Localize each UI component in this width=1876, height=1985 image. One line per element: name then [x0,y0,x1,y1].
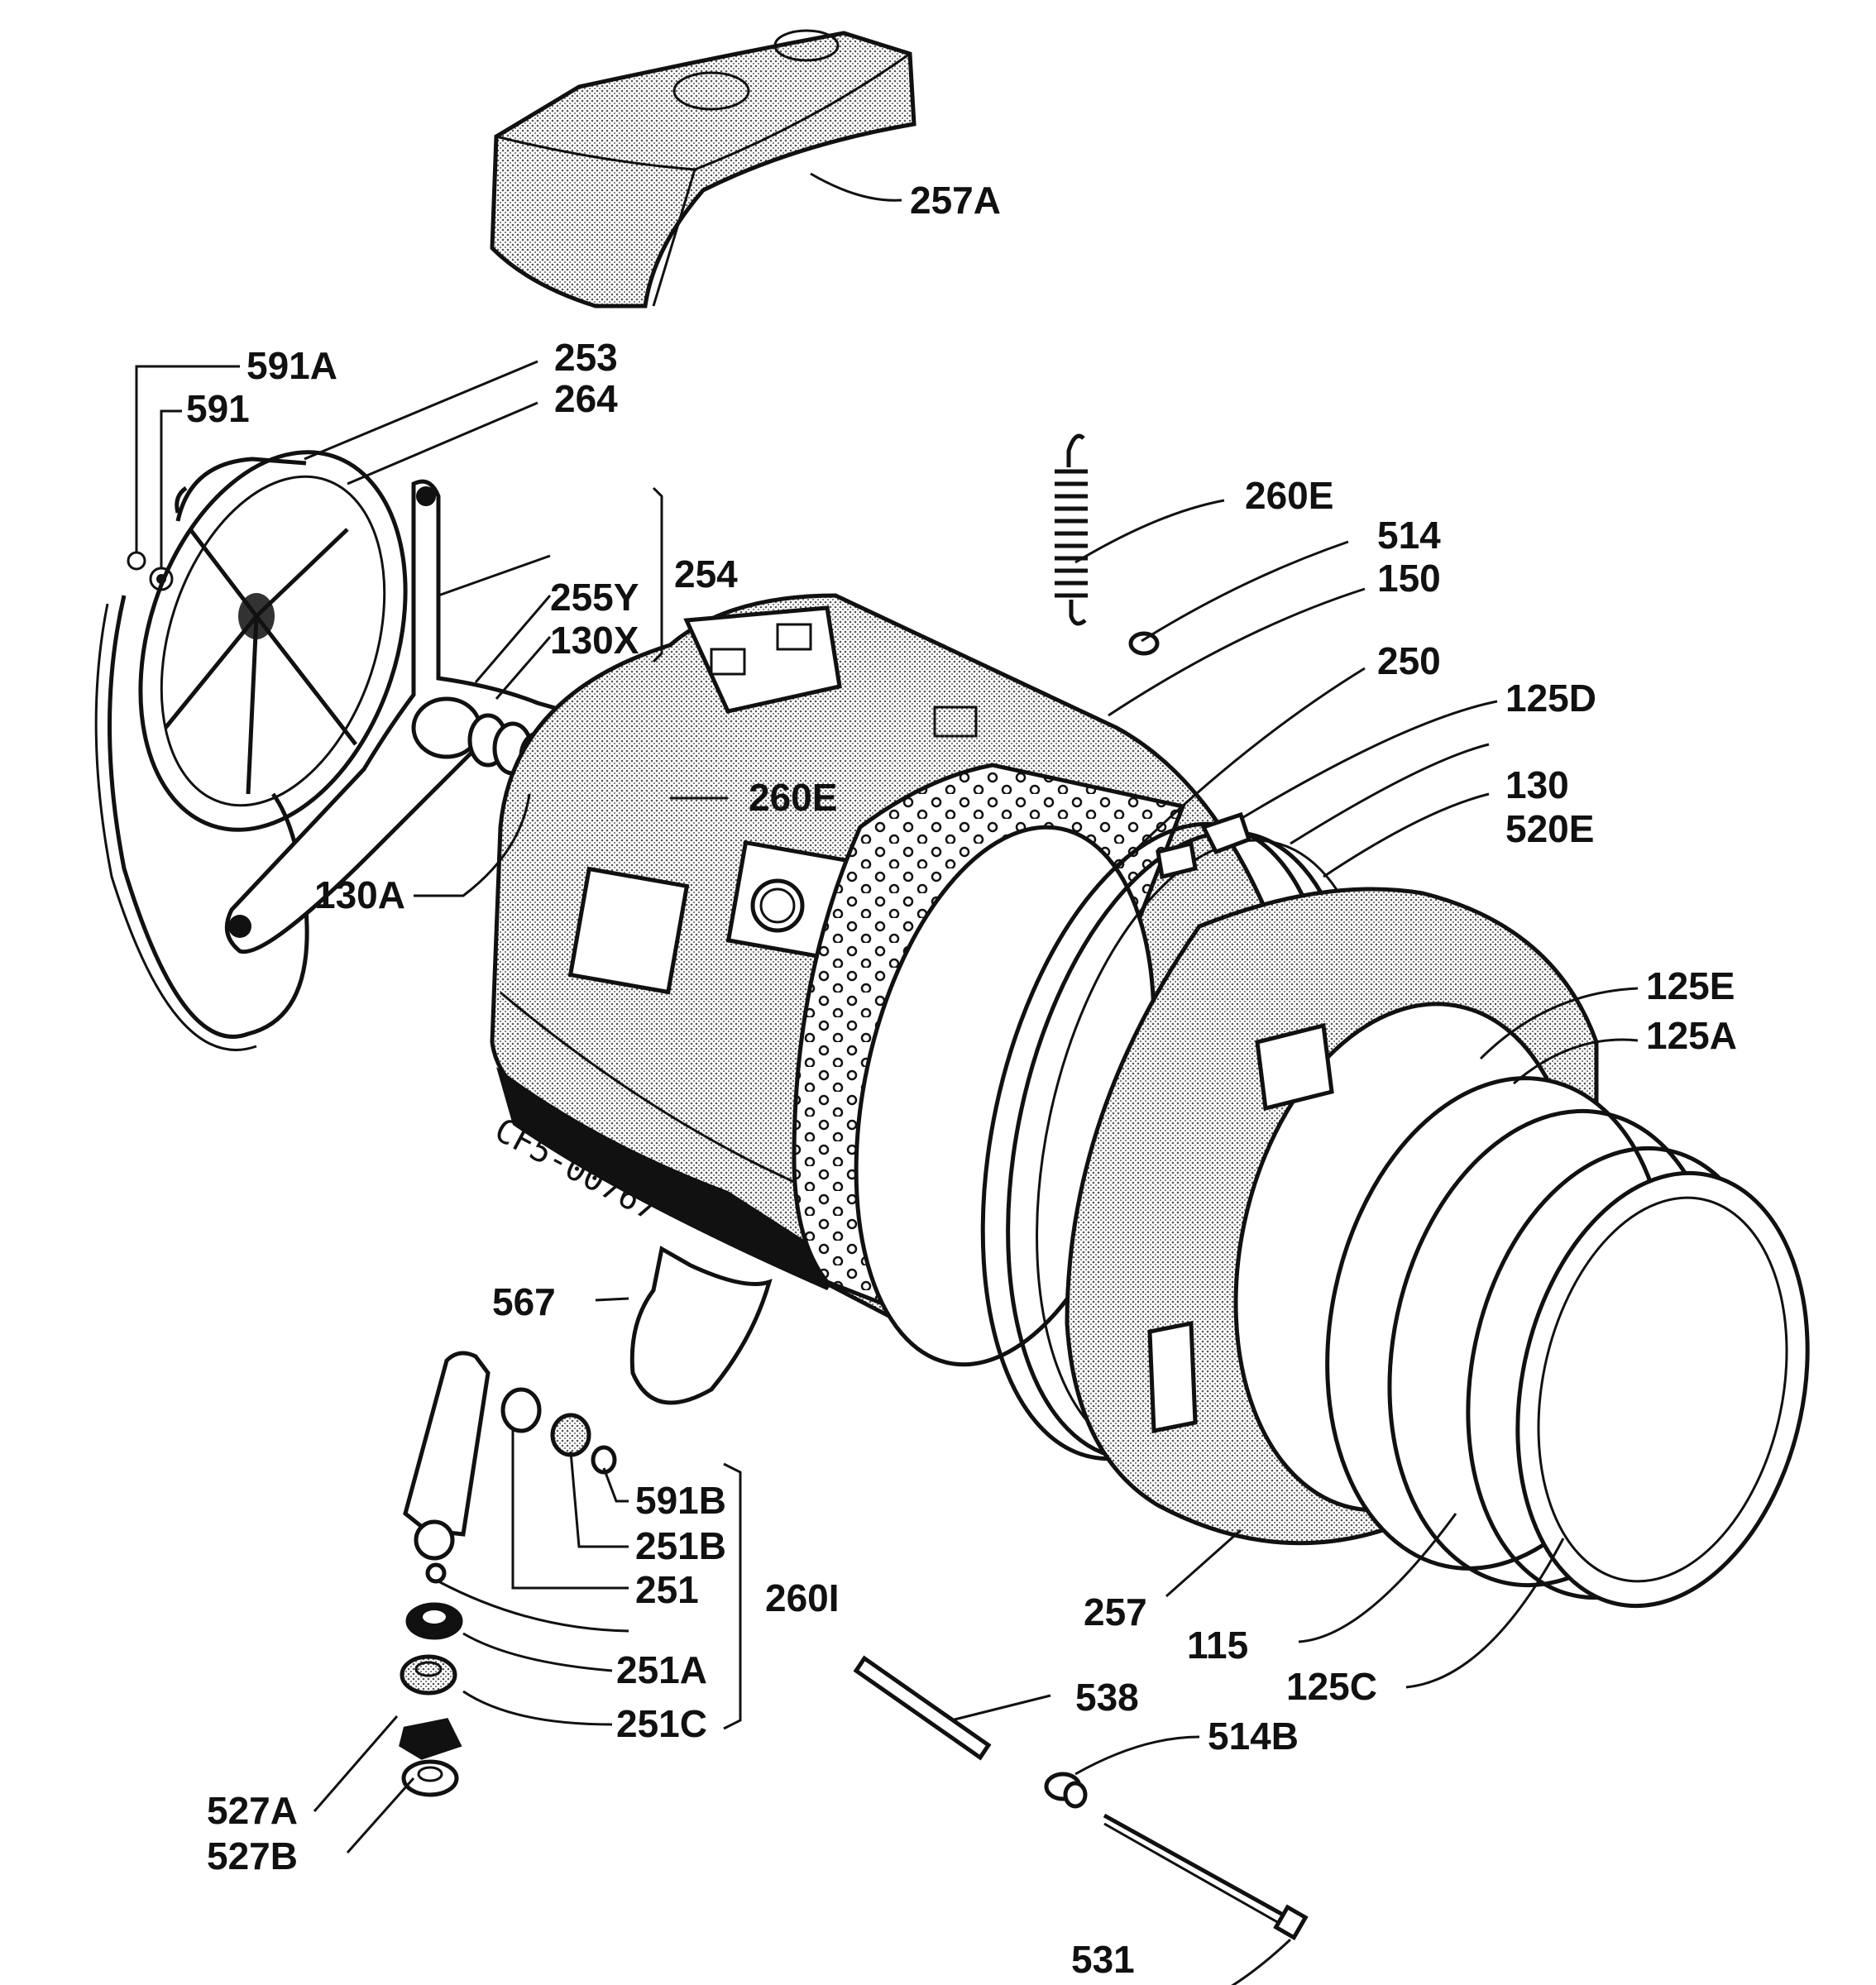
bracket-567-part [629,1246,773,1405]
label-130: 130 [1505,763,1569,806]
label-125d: 125D [1505,677,1596,720]
label-253: 253 [554,336,618,379]
pin-538-part [853,1655,992,1761]
label-260e-top: 260E [1245,474,1333,517]
bushing-514b-part [1044,1772,1088,1809]
drum-spider-part [224,479,599,954]
label-125c: 125C [1286,1665,1377,1708]
label-527b: 527B [207,1834,298,1877]
label-260e-mid: 260E [749,776,837,819]
label-251c: 251C [616,1702,707,1745]
label-257a: 257A [910,179,1001,222]
label-255y: 255Y [550,576,639,619]
label-591a: 591A [246,344,337,387]
label-514b: 514B [1208,1715,1299,1758]
label-527a: 527A [207,1789,298,1832]
label-567: 567 [492,1280,556,1323]
damper-assembly-part [399,1351,617,1797]
label-251a: 251A [616,1648,707,1691]
label-125a: 125A [1646,1014,1737,1057]
label-125e: 125E [1646,964,1735,1007]
label-538: 538 [1075,1676,1139,1719]
label-591: 591 [186,387,250,430]
label-130x: 130X [550,619,639,662]
label-251b: 251B [635,1524,726,1567]
pulley-wheel-part [138,450,408,832]
part-labels: 257A 591A 253 591 264 254 255Y 130X 260E… [186,179,1737,1981]
label-257: 257 [1084,1590,1147,1633]
label-115: 115 [1187,1624,1248,1667]
label-250: 250 [1377,639,1441,682]
label-591b: 591B [635,1479,726,1522]
label-130a: 130A [314,873,405,916]
label-150: 150 [1377,557,1441,600]
label-531: 531 [1071,1938,1135,1981]
label-254: 254 [674,552,738,596]
label-520e: 520E [1505,807,1594,850]
counterweight-top-part [490,29,916,309]
bolt-531-part [1103,1813,1309,1941]
leader-lines [135,172,1639,1985]
plug-514-part [1128,631,1160,656]
label-251: 251 [635,1568,699,1611]
door-seal-rings-part [1325,1076,1810,1609]
label-514: 514 [1377,514,1441,557]
spring-upper-part [1055,433,1088,626]
label-260i: 260I [765,1576,840,1619]
label-264: 264 [554,377,618,420]
